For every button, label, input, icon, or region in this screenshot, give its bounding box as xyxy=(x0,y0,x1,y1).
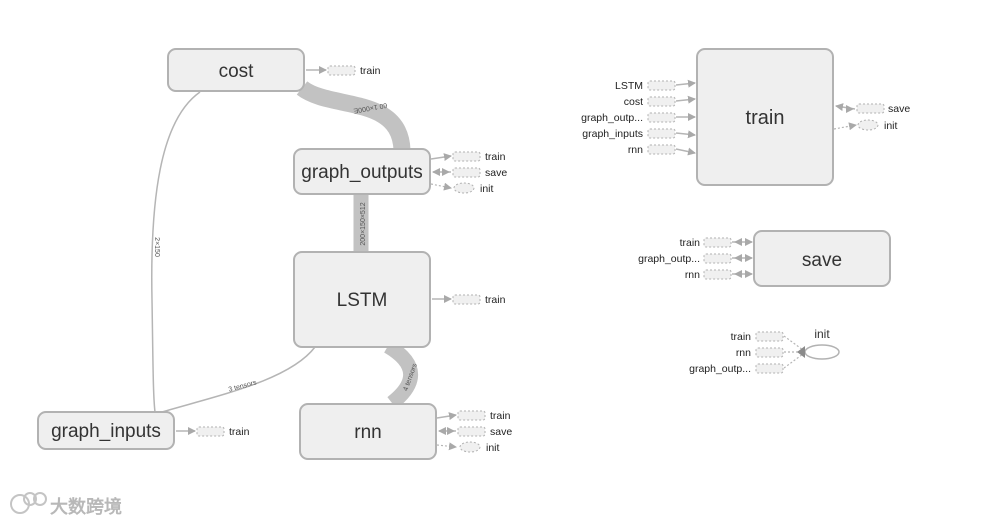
train-input-rnn[interactable]: rnn xyxy=(628,144,696,156)
train-input-cost[interactable]: cost xyxy=(624,95,696,108)
node-save-label: save xyxy=(802,250,842,271)
node-graph-inputs[interactable]: graph_inputs xyxy=(37,411,175,450)
stub-rnn-init-label: init xyxy=(486,442,500,454)
stub-rnn-save[interactable]: save xyxy=(438,426,512,438)
save-input-train[interactable]: train xyxy=(680,237,753,249)
node-init-label: init xyxy=(814,327,830,341)
train-output-save-label: save xyxy=(888,103,910,115)
train-input-rnn-label: rnn xyxy=(628,144,643,156)
edge-label-cost-inputs: 2×150 xyxy=(153,237,160,257)
node-graph-inputs-label: graph_inputs xyxy=(51,421,161,442)
edge-lstm-rnn xyxy=(383,339,419,409)
node-cost-label: cost xyxy=(219,61,255,82)
save-input-rnn-label: rnn xyxy=(685,269,700,281)
init-input-graph-outputs-label: graph_outp... xyxy=(689,363,751,375)
edge-cost-graph-outputs xyxy=(296,80,411,152)
node-graph-outputs[interactable]: graph_outputs xyxy=(293,148,431,195)
stub-lstm-train-label: train xyxy=(485,294,506,306)
stub-rnn-train[interactable]: train xyxy=(436,410,511,422)
train-output-init[interactable]: init xyxy=(833,119,898,132)
stub-inputs-train[interactable]: train xyxy=(176,426,250,438)
stub-inputs-train-label: train xyxy=(229,426,250,438)
save-input-graph-outputs[interactable]: graph_outp... xyxy=(638,253,753,265)
stub-rnn-save-label: save xyxy=(490,426,512,438)
train-input-lstm-label: LSTM xyxy=(615,80,643,92)
train-input-graph-inputs-label: graph_inputs xyxy=(582,128,643,140)
watermark-logo: 大数跨境 xyxy=(10,492,122,517)
init-input-graph-outputs[interactable]: graph_outp... xyxy=(689,353,804,375)
stub-cost-train-label: train xyxy=(360,65,381,77)
node-graph-outputs-label: graph_outputs xyxy=(301,162,423,183)
train-output-save[interactable]: save xyxy=(835,103,910,115)
init-input-arrowhead xyxy=(797,346,805,358)
watermark-text: 大数跨境 xyxy=(50,496,122,517)
init-input-rnn[interactable]: rnn xyxy=(736,347,803,359)
edge-cost-graph-inputs xyxy=(151,91,201,413)
node-train-label: train xyxy=(746,107,785,129)
node-rnn[interactable]: rnn xyxy=(299,403,437,460)
node-rnn-label: rnn xyxy=(354,422,381,443)
node-lstm[interactable]: LSTM xyxy=(293,251,431,348)
init-input-train[interactable]: train xyxy=(731,331,804,351)
stub-outputs-train-label: train xyxy=(485,151,506,163)
save-input-graph-outputs-label: graph_outp... xyxy=(638,253,700,265)
train-input-graph-inputs[interactable]: graph_inputs xyxy=(582,128,696,140)
stub-outputs-init-label: init xyxy=(480,183,494,195)
stub-outputs-init[interactable]: init xyxy=(430,182,494,195)
init-input-train-label: train xyxy=(731,331,752,343)
train-input-lstm[interactable]: LSTM xyxy=(615,79,696,92)
stub-outputs-train[interactable]: train xyxy=(430,151,506,163)
stub-rnn-init[interactable]: init xyxy=(436,441,500,454)
stub-cost-train[interactable]: train xyxy=(306,65,381,77)
node-save[interactable]: save xyxy=(753,230,891,287)
node-train[interactable]: train xyxy=(696,48,834,186)
save-input-rnn[interactable]: rnn xyxy=(685,269,753,281)
edge-label-lstm-inputs: 3 tensors xyxy=(228,379,258,393)
stub-outputs-save[interactable]: save xyxy=(432,167,507,179)
train-input-cost-label: cost xyxy=(624,96,643,108)
edge-lstm-graph-inputs xyxy=(161,346,316,413)
init-input-rnn-label: rnn xyxy=(736,347,751,359)
stub-rnn-train-label: train xyxy=(490,410,511,422)
train-output-init-label: init xyxy=(884,120,898,132)
node-cost[interactable]: cost xyxy=(167,48,305,92)
save-input-train-label: train xyxy=(680,237,701,249)
node-lstm-label: LSTM xyxy=(337,290,388,311)
train-input-graph-outputs[interactable]: graph_outp... xyxy=(581,112,696,124)
node-init[interactable]: init xyxy=(804,327,840,360)
train-input-graph-outputs-label: graph_outp... xyxy=(581,112,643,124)
stub-outputs-save-label: save xyxy=(485,167,507,179)
stub-lstm-train[interactable]: train xyxy=(432,294,506,306)
edge-label-outputs-lstm: 200×150×512 xyxy=(360,202,367,245)
